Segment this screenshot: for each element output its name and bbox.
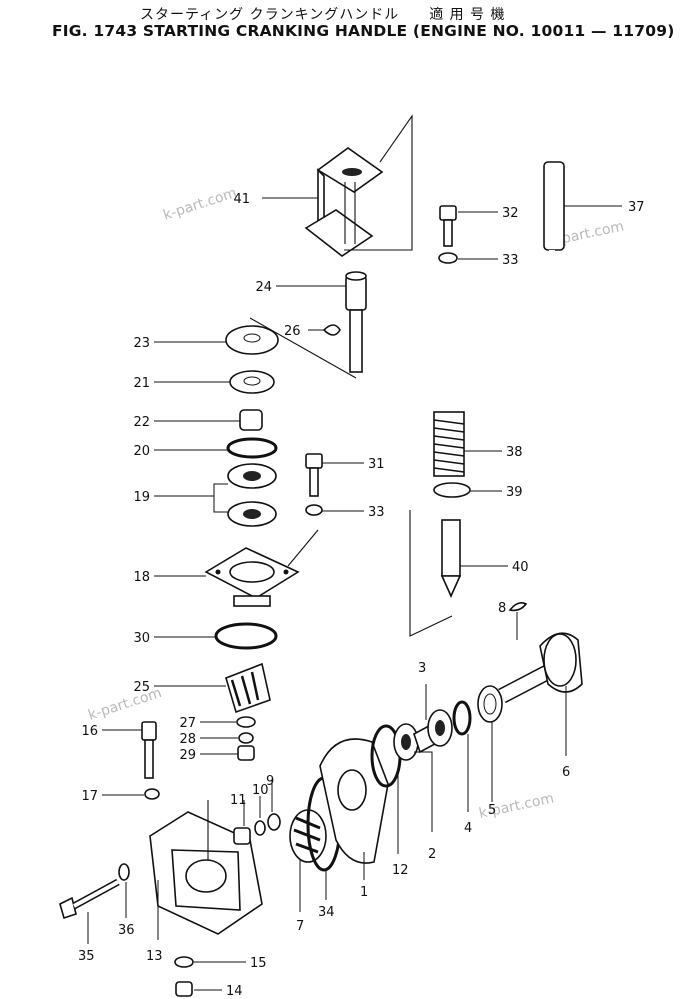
pin-part-40 [440, 519, 462, 598]
callout-29: 29 [179, 748, 196, 763]
crank-shaft-part-6 [498, 632, 583, 704]
figure-title: FIG. 1743 STARTING CRANKING HANDLE (ENGI… [52, 22, 675, 40]
spring-part-38 [433, 411, 465, 477]
bolt-part-35 [59, 878, 120, 920]
bevel-gear-part-25 [225, 662, 271, 714]
washer-part-27 [236, 716, 256, 728]
bearing-part-2b [427, 709, 453, 747]
handle-part-37 [443, 161, 565, 520]
breather-part-16 [141, 721, 157, 779]
flange-part-18 [204, 529, 319, 607]
oil-seal-part-5 [477, 685, 503, 723]
callout-8: 8 [498, 601, 506, 616]
callout-30: 30 [133, 631, 150, 646]
washer-part-17 [144, 788, 160, 800]
callout-10: 10 [252, 783, 269, 798]
o-ring-part-30 [214, 622, 278, 650]
callout-36: 36 [118, 923, 135, 938]
callout-27: 27 [179, 716, 196, 731]
callout-35: 35 [78, 949, 95, 964]
callout-25: 25 [133, 680, 150, 695]
bolt-part-31 [305, 453, 323, 497]
bushing-part-22 [239, 409, 263, 431]
key-part-8 [508, 602, 528, 612]
collar-part-39 [433, 482, 471, 498]
callout-21: 21 [133, 376, 150, 391]
key-part-26 [322, 324, 341, 336]
callout-14: 14 [226, 984, 243, 999]
leader-lines [87, 197, 622, 991]
callout-12: 12 [392, 863, 409, 878]
callout-37: 37 [628, 200, 645, 215]
callout-3: 3 [418, 661, 426, 676]
callout-38: 38 [506, 445, 523, 460]
nut-part-28 [238, 732, 254, 744]
snap-ring-part-4 [452, 700, 472, 736]
callout-17: 17 [81, 789, 98, 804]
callout-11: 11 [230, 793, 247, 808]
washer-part-33b [305, 504, 323, 516]
callout-labels: 41 32 33 37 24 26 23 21 22 20 38 31 19 3… [78, 192, 645, 999]
washer-part-33 [438, 252, 458, 264]
shaft-part-24 [249, 271, 367, 379]
callout-15: 15 [250, 956, 267, 971]
washer-part-10 [254, 820, 266, 836]
callout-32: 32 [502, 206, 519, 221]
callout-34: 34 [318, 905, 335, 920]
callout-18: 18 [133, 570, 150, 585]
callout-26: 26 [284, 324, 301, 339]
washer-part-36 [118, 863, 130, 881]
housing-part-13 [149, 800, 263, 935]
bearing-part-19 [227, 463, 277, 527]
callout-31: 31 [368, 457, 385, 472]
callout-19: 19 [133, 490, 150, 505]
callout-28: 28 [179, 732, 196, 747]
figure-title-japanese: スターティング クランキングハンドル 適 用 号 機 [140, 7, 506, 23]
callout-22: 22 [133, 415, 150, 430]
callout-7: 7 [296, 919, 304, 934]
callout-20: 20 [133, 444, 150, 459]
callout-24: 24 [255, 280, 272, 295]
washer-part-15 [174, 956, 194, 968]
spacer-part-29 [237, 745, 255, 761]
callout-40: 40 [512, 560, 529, 575]
callout-2: 2 [428, 847, 436, 862]
callout-39: 39 [506, 485, 523, 500]
callout-9: 9 [266, 774, 274, 789]
callout-5: 5 [488, 803, 496, 818]
snap-ring-part-20 [226, 437, 278, 459]
callout-1: 1 [360, 885, 368, 900]
spacer-part-11 [233, 827, 251, 845]
callout-33: 33 [502, 253, 519, 268]
washer-part-9 [267, 813, 281, 831]
callout-23: 23 [133, 336, 150, 351]
callout-41: 41 [233, 192, 250, 207]
bolt-part-32 [439, 205, 457, 247]
callout-16: 16 [81, 724, 98, 739]
callout-4: 4 [464, 821, 472, 836]
callout-6: 6 [562, 765, 570, 780]
watermark: k-part.com [86, 685, 163, 724]
bearing-part-2 [393, 723, 419, 761]
case-part-1 [319, 738, 389, 864]
callout-13: 13 [146, 949, 163, 964]
callout-33b: 33 [368, 505, 385, 520]
watermark: k-part.com [161, 185, 238, 224]
plug-part-14 [175, 981, 193, 997]
bracket-part-41 [304, 114, 413, 257]
